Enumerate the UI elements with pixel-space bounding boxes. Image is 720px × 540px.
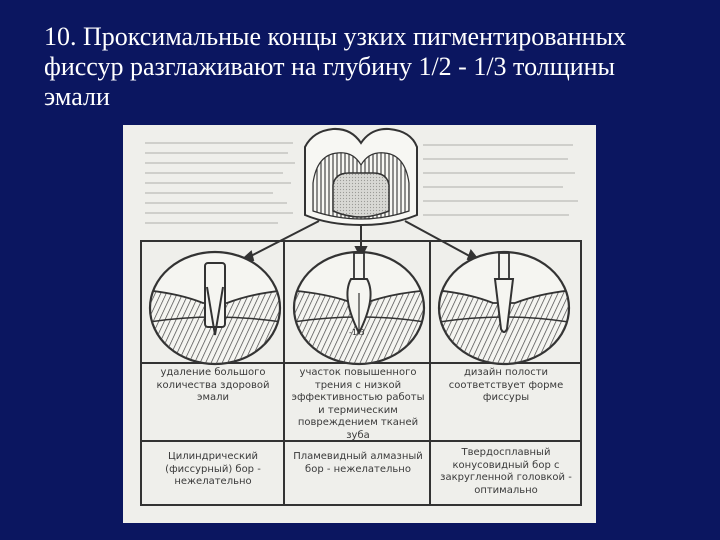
slide-title: 10. Проксимальные концы узких пигментиро…	[44, 22, 627, 111]
faint-background-lines	[145, 142, 578, 224]
fissure-diagram: -1/3	[140, 127, 582, 506]
table-border	[140, 240, 582, 506]
tooth-crown-top	[304, 127, 418, 227]
row2-cell-1: Цилиндрический (фиссурный) бор - нежелат…	[165, 451, 261, 487]
row2-cell-3: Твердосплавный конусовидный бор с закруг…	[440, 447, 572, 496]
textbook-figure-photo: -1/3 удаление большого количества здоров…	[123, 125, 596, 523]
row1-cell-1: удаление большого количества здоровой эм…	[156, 367, 270, 403]
diagram-conical-bur	[437, 250, 571, 366]
depth-annotation: -1/3	[349, 328, 365, 337]
diagram-cylindrical-bur	[148, 250, 282, 366]
row1-cell-3: дизайн полости соответствует форме фиссу…	[448, 367, 564, 403]
diagram-flame-bur: -1/3	[292, 250, 426, 366]
row2-cell-2: Пламевидный алмазный бор - нежелательно	[293, 451, 423, 475]
row1-cell-2: участок повышенного трения с низкой эффе…	[291, 367, 425, 441]
